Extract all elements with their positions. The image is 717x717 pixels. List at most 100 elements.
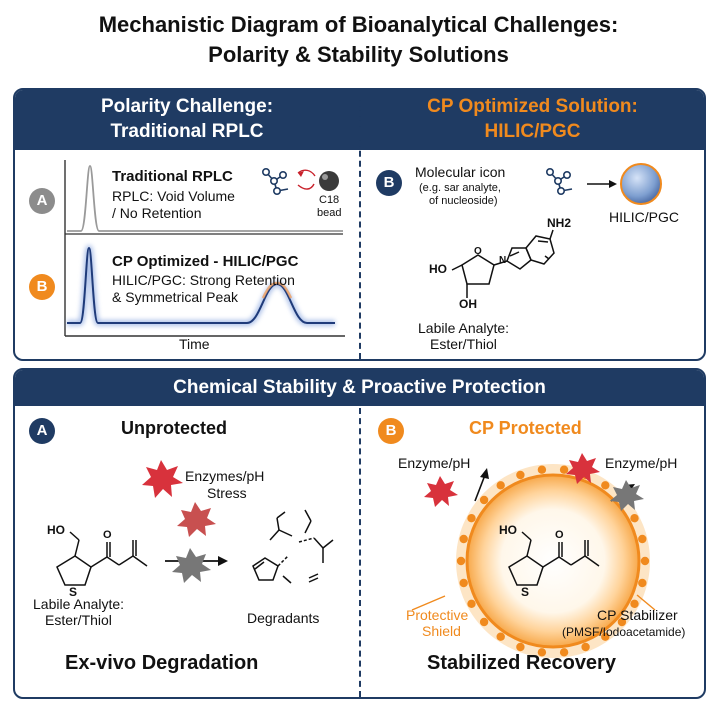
deflect-arrowhead-left-icon [480,468,489,479]
right-header-title: CP Optimized Solution: HILIC/PGC [361,94,704,144]
repel-arrow-up-icon [297,169,316,177]
shield-dot [456,556,466,566]
badge-b-right: B [376,170,402,196]
bottom-panel-divider [359,408,361,697]
repel-arrow-down-icon [297,183,315,190]
trad-rplc-desc-1: RPLC: Void Volume [112,188,235,204]
degradation-arrowhead-icon [218,556,228,566]
labile-analyte-bottom-2: Ester/Thiol [45,612,112,628]
exvivo-degradation-label: Ex-vivo Degradation [65,652,259,674]
ring-oxygen-atom: O [474,246,482,257]
molecular-icon-label-1: Molecular icon [415,164,506,180]
cp-hilic-desc-1: HILIC/PGC: Strong Retention [112,272,295,288]
c18-bead-icon [319,171,339,191]
badge-b-bottom: B [378,418,404,444]
o-atom-right: O [555,529,564,541]
shield-pointer-line [411,595,446,611]
enzyme-star-left-icon [424,476,458,507]
hilic-pgc-label: HILIC/PGC [609,209,680,225]
trad-rplc-desc-2: / No Retention [112,205,202,221]
panel-divider [359,90,361,359]
labile-analyte-structure-left [56,531,148,586]
shield-dot [581,642,590,652]
oh-atom: OH [459,297,477,311]
cp-hilic-desc-2: & Symmetrical Peak [112,289,239,305]
molecular-icon-label-2: (e.g. sar analyte, [419,182,501,194]
shield-dot [638,534,647,544]
symmetrical-peak-highlight [261,281,293,299]
retained-peak-trace [67,246,335,324]
badge-a-top: A [29,188,55,214]
right-header-line-1: CP Optimized Solution: [427,96,638,117]
polarity-panel: Polarity Challenge: Traditional RPLC CP … [13,88,706,361]
red-stress-star-icon [142,460,183,498]
shield-dot [516,470,525,480]
gray-stress-star-icon [172,548,211,583]
analyte-molecule-icon-right [545,168,573,196]
left-header-line-2: Traditional RPLC [110,121,264,142]
badge-a-bottom: A [29,418,55,444]
shield-dot [537,465,547,474]
red-stress-star-2-icon [177,502,216,537]
degradants-label: Degradants [247,610,320,626]
c18-label-1: C18 [319,194,340,206]
enzyme-ph-right-label: Enzyme/pH [605,455,678,471]
labile-analyte-bottom-1: Labile Analyte: [33,596,125,612]
shield-dot [559,465,569,474]
labile-analyte-label-2: Ester/Thiol [430,336,497,352]
s-atom-right: S [521,585,530,599]
ho-atom-left: HO [47,523,65,537]
stabilized-recovery-label: Stabilized Recovery [427,652,616,674]
badge-b-top: B [29,274,55,300]
chromatogram-graphic [64,160,662,337]
repel-arrowhead-icon [298,171,304,177]
o-atom-left: O [103,529,112,541]
stability-header-title: Chemical Stability & Proactive Protectio… [173,377,546,398]
shield-dot [496,481,505,490]
title-line-1: Mechanistic Diagram of Bioanalytical Cha… [98,12,619,37]
shield-dot [496,632,505,641]
enzyme-ph-left-label: Enzyme/pH [398,455,471,471]
shield-dot [479,495,489,505]
shield-dot [459,578,468,588]
ho-atom-right: HO [499,523,517,537]
unprotected-label: Unprotected [121,418,228,438]
cp-hilic-label: CP Optimized - HILIC/PGC [112,253,299,270]
enzymes-stress-label-1: Enzymes/pH [185,468,265,484]
stability-panel-header [15,370,704,406]
cp-stabilizer-label-2: (PMSF/Iodoacetamide) [562,625,686,639]
shield-dot [638,578,647,588]
cp-protected-label: CP Protected [469,418,582,438]
molecular-icon-label-3: of nucleoside) [429,195,498,207]
cp-stabilizer-label-1: CP Stabilizer [597,607,678,623]
hilic-bead-icon [620,163,662,205]
stability-graphic [56,453,656,658]
enzyme-star-gray-icon [610,480,644,511]
shield-dot [467,599,476,608]
right-header-line-2: HILIC/PGC [484,121,581,142]
title-line-2: Polarity & Stability Solutions [208,42,509,67]
c18-label-2: bead [317,207,342,219]
shield-dot [630,514,639,523]
time-axis-label: Time [179,336,210,352]
shield-dot [640,556,650,566]
deflect-arrow-left-icon [474,474,486,502]
ring-nitrogen-atom: N [499,255,507,266]
shield-dot [617,617,627,627]
enzymes-stress-label-2: Stress [207,485,247,501]
shield-dot [559,648,569,657]
nucleoside-structure [451,229,555,298]
shield-dot [467,514,476,523]
s-atom-left: S [69,585,78,599]
left-header-line-1: Polarity Challenge: [100,96,274,117]
shield-dot [459,534,468,544]
protective-shield-label-2: Shield [422,623,461,639]
trad-rplc-label: Traditional RPLC [112,168,233,185]
enzyme-star-right-icon [566,453,600,484]
shield-dots [456,465,650,657]
retention-arrowhead-icon [609,180,617,188]
left-header-title: Polarity Challenge: Traditional RPLC [15,94,359,144]
ho-atom: HO [429,262,447,276]
shield-dot [537,648,547,657]
stabilizer-pointer-line [636,594,656,611]
